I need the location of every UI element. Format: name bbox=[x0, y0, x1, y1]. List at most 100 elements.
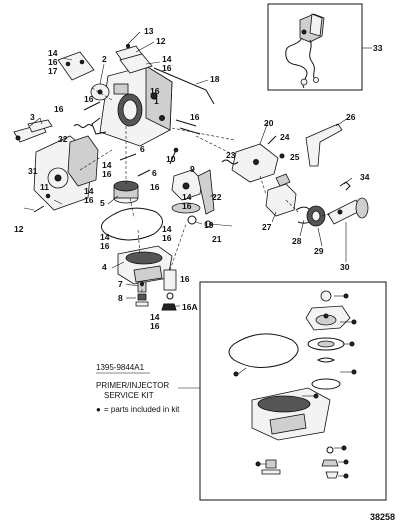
spring-32 bbox=[73, 124, 93, 128]
top-cover-plate bbox=[57, 51, 95, 81]
screw-16A bbox=[161, 303, 177, 311]
ring-16 bbox=[166, 292, 174, 300]
callout-16-primer-b: 16 bbox=[162, 233, 172, 243]
callout-3: 3 bbox=[30, 112, 35, 122]
callout-4: 4 bbox=[102, 262, 107, 272]
screw-16-a bbox=[175, 119, 197, 127]
spring-23 bbox=[221, 159, 239, 165]
inset-box-33 bbox=[267, 3, 363, 91]
callout-31: 31 bbox=[28, 166, 38, 176]
callout-16-left: 16 bbox=[48, 57, 58, 67]
choke-lever-26 bbox=[305, 123, 343, 167]
callout-16-spacer: 16 bbox=[180, 274, 190, 284]
callout-15-top: 14 bbox=[162, 54, 172, 64]
callout-15-gasket: 14 bbox=[100, 232, 110, 242]
callout-21: 21 bbox=[212, 234, 222, 244]
fuel-bowl-4 bbox=[117, 245, 173, 285]
float-bowl-gasket-2 bbox=[90, 83, 110, 101]
primer-housing-9 bbox=[171, 169, 203, 214]
callout-14: 13 bbox=[144, 26, 154, 36]
callout-5: 5 bbox=[100, 198, 105, 208]
callout-12: 12 bbox=[14, 224, 24, 234]
callout-29: 29 bbox=[314, 246, 324, 256]
bracket-22 bbox=[197, 169, 215, 215]
callout-18: 18 bbox=[210, 74, 220, 84]
callout-15-primer-b: 14 bbox=[162, 224, 172, 234]
spacer-16 bbox=[163, 269, 177, 291]
callout-33: 33 bbox=[373, 43, 383, 53]
kit-title-line1: PRIMER/INJECTOR bbox=[96, 381, 169, 390]
clip-34 bbox=[339, 181, 351, 191]
callout-16-screws: 16 bbox=[190, 112, 200, 122]
kit-parts bbox=[228, 290, 351, 479]
callout-25: 25 bbox=[290, 152, 300, 162]
callout-16-body-left: 16 bbox=[84, 94, 94, 104]
callout-16-primer: 16 bbox=[182, 201, 192, 211]
callout-7: 7 bbox=[118, 279, 123, 289]
callout-17: 17 bbox=[48, 66, 58, 76]
callout-15-primer: 14 bbox=[182, 192, 192, 202]
washer-19 bbox=[187, 215, 197, 225]
callout-16-top: 16 bbox=[162, 63, 172, 73]
callout-10: 10 bbox=[166, 154, 176, 164]
callout-8: 8 bbox=[118, 293, 123, 303]
callout-26: 26 bbox=[346, 112, 356, 122]
callout-32: 32 bbox=[58, 134, 68, 144]
callout-15-left: 14 bbox=[48, 48, 58, 58]
callout-13: 12 bbox=[156, 36, 166, 46]
needle-valve-10 bbox=[169, 147, 179, 165]
screw-12 bbox=[33, 205, 45, 213]
figure-number: 38258 bbox=[370, 512, 395, 522]
kit-leaders bbox=[237, 295, 352, 477]
callout-16-gasket: 16 bbox=[100, 241, 110, 251]
callout-6-a: 6 bbox=[140, 144, 145, 154]
callout-19: 19 bbox=[204, 220, 214, 230]
callout-30: 30 bbox=[340, 262, 350, 272]
plunger-30 bbox=[327, 197, 369, 225]
callout-20: 20 bbox=[264, 118, 274, 128]
callout-9: 9 bbox=[190, 164, 195, 174]
plug-8 bbox=[135, 293, 149, 307]
callout-24: 24 bbox=[280, 132, 290, 142]
callout-15-mid: 14 bbox=[102, 160, 112, 170]
callout-16-float: 16 bbox=[150, 182, 160, 192]
float-5 bbox=[113, 180, 139, 204]
callout-15-bottom: 14 bbox=[150, 312, 160, 322]
callout-16-pump-b: 16 bbox=[84, 195, 94, 205]
callout-2: 2 bbox=[102, 54, 107, 64]
callout-28: 28 bbox=[292, 236, 302, 246]
screw-25 bbox=[279, 153, 285, 159]
diaphragm-29 bbox=[306, 205, 326, 227]
callout-23: 23 bbox=[226, 150, 236, 160]
link-rod-18 bbox=[153, 67, 215, 105]
callout-16-mid: 16 bbox=[102, 169, 112, 179]
service-kit-box bbox=[199, 281, 387, 501]
primer-solenoid-27 bbox=[265, 173, 297, 217]
kit-legend-bullet: ● bbox=[96, 405, 101, 414]
kit-title-line2: SERVICE KIT bbox=[104, 391, 154, 400]
small-gasket-13 bbox=[115, 45, 153, 74]
fuel-pump-diaphragm bbox=[67, 135, 99, 187]
screw-14 bbox=[125, 43, 131, 49]
callout-11: 11 bbox=[40, 182, 49, 192]
primer-solenoid-wire-illustration bbox=[285, 13, 325, 89]
carburetor-body bbox=[91, 65, 173, 147]
callout-16-bottom: 16 bbox=[150, 321, 160, 331]
float-pin-6b bbox=[137, 169, 151, 177]
callout-6-b: 6 bbox=[152, 168, 157, 178]
leader-lines bbox=[23, 31, 353, 307]
bowl-gasket bbox=[101, 207, 163, 241]
kit-legend-text: = parts included in kit bbox=[104, 405, 180, 414]
callout-16-pump: 16 bbox=[54, 104, 64, 114]
screw-24 bbox=[267, 135, 277, 145]
alignment-lines bbox=[79, 87, 331, 294]
kit-part-number: 1395-9844A1 bbox=[96, 363, 145, 372]
callout-15-pump: 14 bbox=[84, 186, 94, 196]
callout-1: 1 bbox=[154, 96, 159, 106]
callout-16-body-mid: 16 bbox=[150, 86, 160, 96]
float-pin-6 bbox=[119, 153, 137, 161]
callout-27: 27 bbox=[262, 222, 272, 232]
callout-34: 34 bbox=[360, 172, 370, 182]
choke-lever-20 bbox=[231, 143, 279, 183]
